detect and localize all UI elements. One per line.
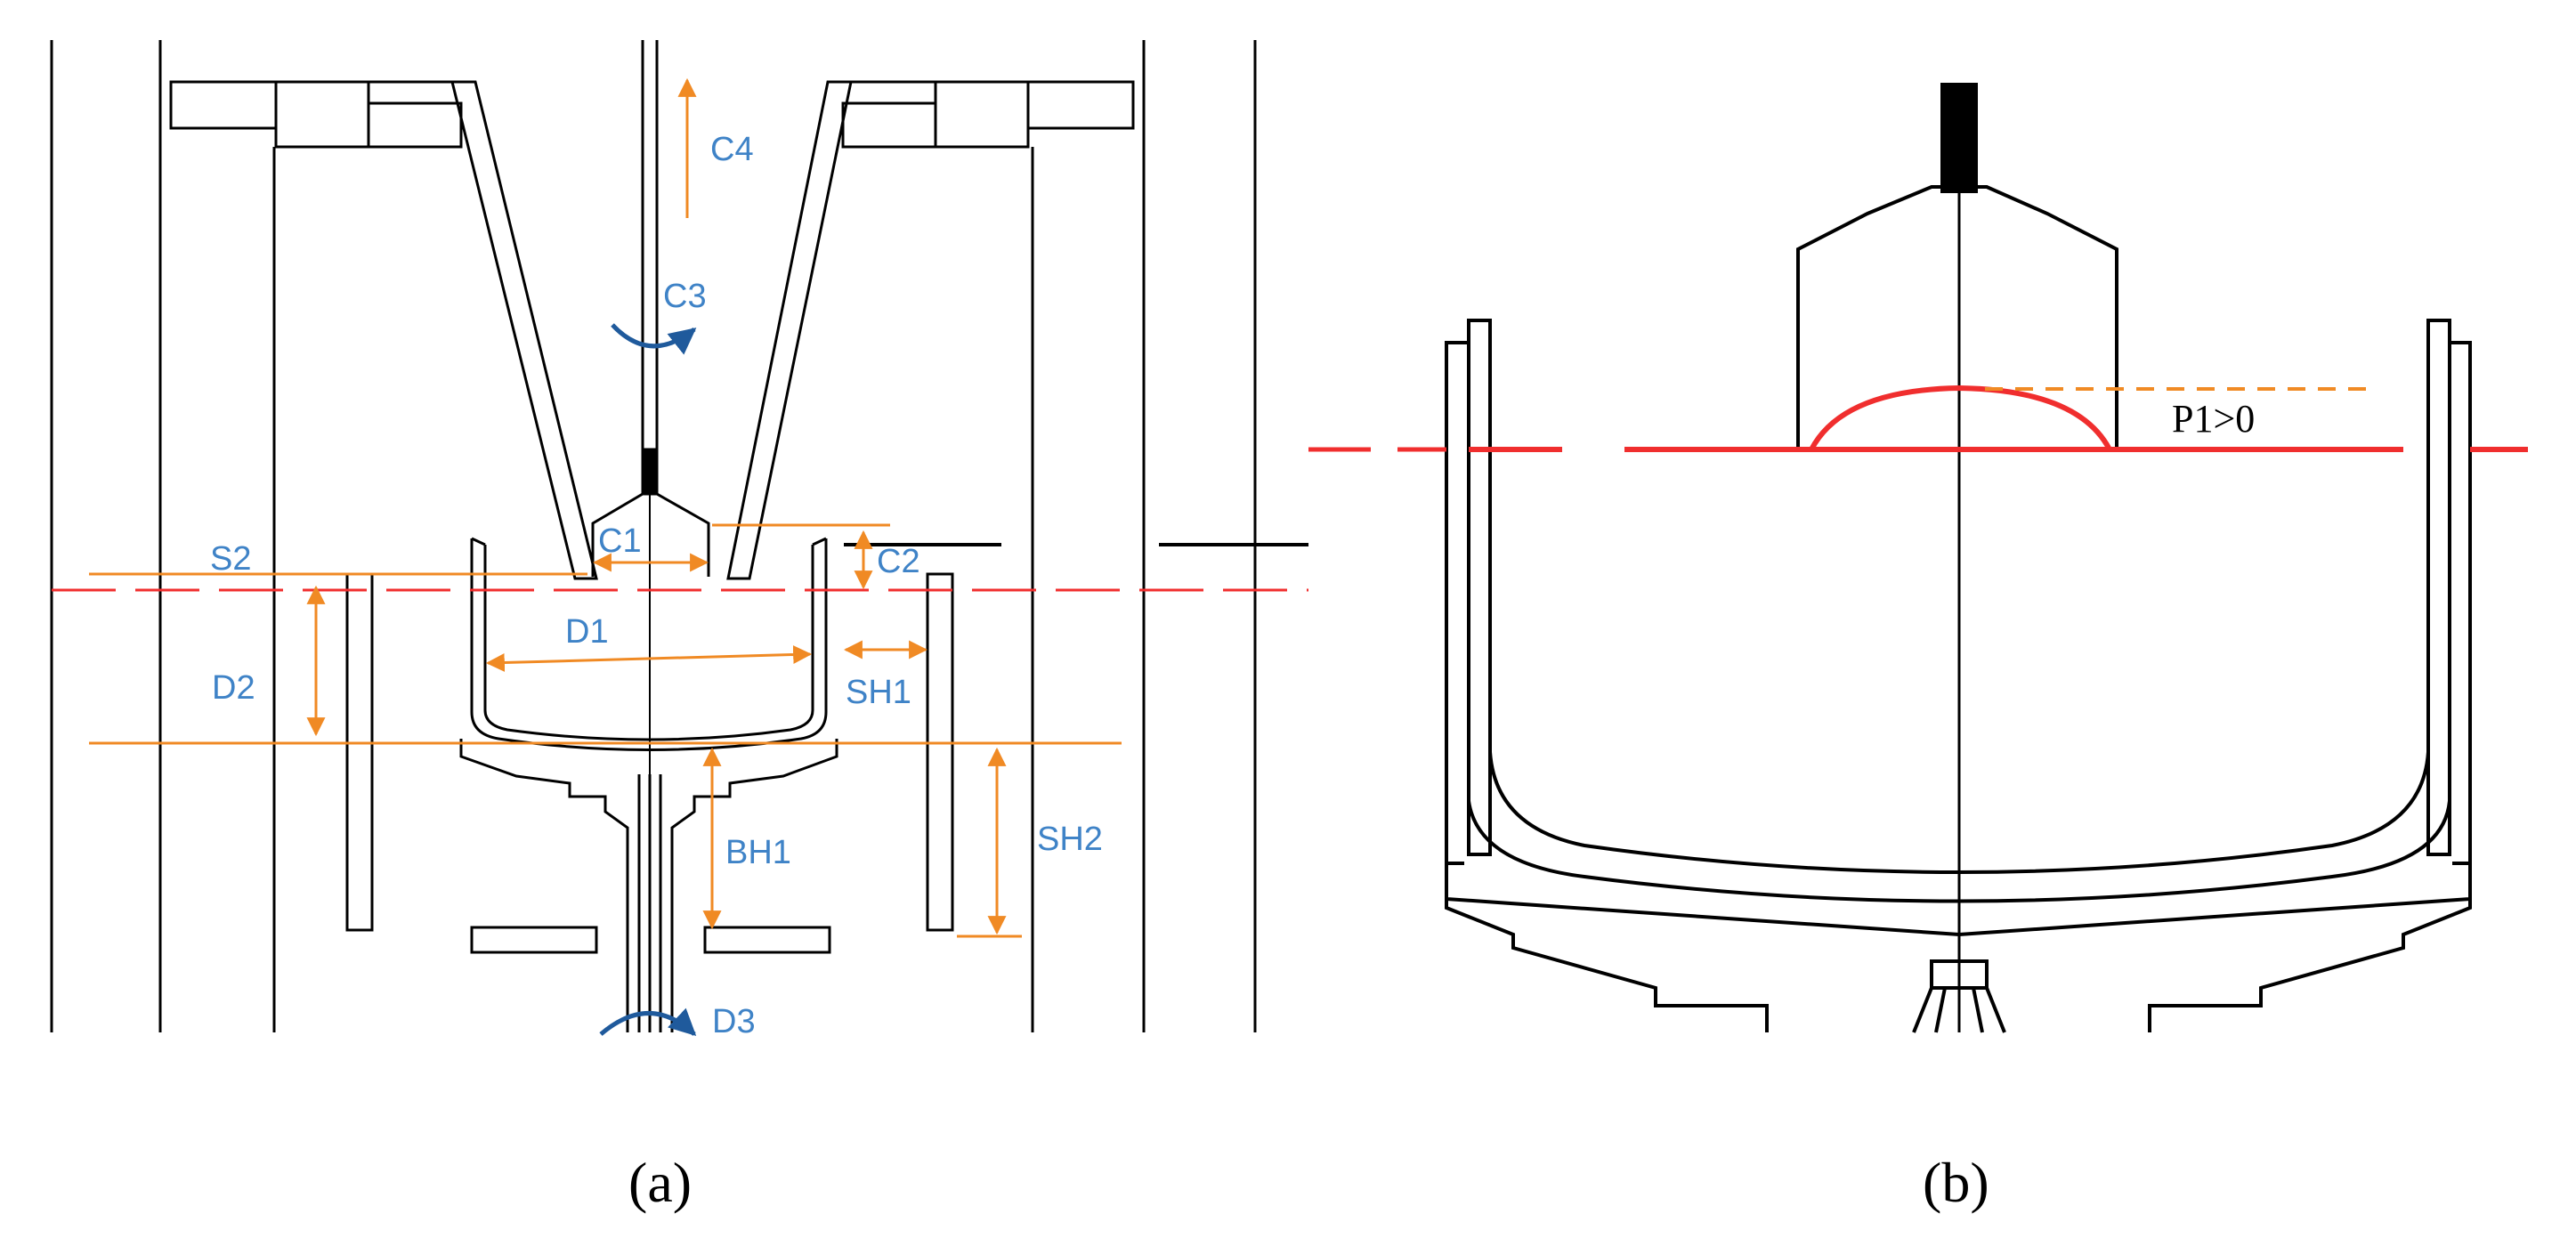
panel-a-diagram bbox=[50, 40, 1308, 1032]
bottom-block-left bbox=[470, 926, 598, 954]
pedestal-top-b bbox=[1930, 959, 1989, 990]
dimension-lines bbox=[89, 77, 1122, 938]
rotation-arrows bbox=[599, 323, 697, 1037]
crucible-wall-b-left bbox=[1467, 319, 1492, 856]
crucible-rim-left bbox=[471, 537, 486, 546]
heater-right bbox=[926, 572, 954, 932]
susceptor-right-b bbox=[2148, 899, 2472, 1032]
pedestal-line-b-1 bbox=[1934, 987, 1947, 1033]
growth-interface-b bbox=[1807, 384, 2114, 452]
label-p1: P1>0 bbox=[2172, 397, 2255, 441]
seed-chuck bbox=[641, 448, 659, 496]
top-block-right-3 bbox=[841, 101, 937, 149]
crucible-rim-right bbox=[812, 537, 827, 546]
label-sh2: SH2 bbox=[1037, 821, 1103, 858]
caption-a: (a) bbox=[628, 1151, 692, 1214]
seed-rod-b bbox=[1940, 83, 1978, 193]
crucible-support-right bbox=[670, 739, 838, 1032]
pedestal-line-b-2 bbox=[1972, 987, 1984, 1033]
top-block-left-1 bbox=[169, 80, 278, 130]
crucible-outer-bottom-b bbox=[1467, 800, 2451, 903]
susceptor-left-b bbox=[1445, 899, 1769, 1032]
caption-b: (b) bbox=[1923, 1151, 1989, 1214]
d1-dimension bbox=[485, 645, 813, 672]
guide-tube-left bbox=[450, 80, 598, 580]
crucible-support bbox=[459, 739, 629, 1032]
label-s2: S2 bbox=[210, 540, 251, 578]
crucible-rotation-arrow bbox=[599, 1007, 697, 1037]
top-block-left-3 bbox=[367, 101, 463, 149]
label-c2: C2 bbox=[877, 543, 920, 580]
top-block-right-2 bbox=[934, 80, 1030, 149]
crucible-inner-bottom-b bbox=[1488, 751, 2430, 874]
label-d3: D3 bbox=[712, 1003, 756, 1040]
panel-b-diagram bbox=[1445, 83, 2472, 1033]
pedestal-flare-b bbox=[1912, 987, 1933, 1033]
label-c3: C3 bbox=[663, 278, 707, 315]
pedestal-flare-b-right bbox=[1985, 987, 2006, 1033]
crucible-wall-b-right bbox=[2426, 319, 2451, 856]
heater-left bbox=[345, 572, 374, 932]
crystal-rotation-arrow bbox=[611, 323, 697, 355]
bottom-block-right bbox=[703, 926, 831, 954]
crucible-outer-wall-b-left bbox=[1445, 341, 1469, 865]
crucible-base-b bbox=[1445, 854, 2472, 937]
guide-tube-right bbox=[726, 80, 853, 580]
label-bh1: BH1 bbox=[725, 834, 791, 871]
label-c4: C4 bbox=[710, 131, 754, 168]
top-block-left-2 bbox=[274, 80, 370, 149]
label-sh1: SH1 bbox=[846, 674, 911, 711]
label-d1: D1 bbox=[565, 613, 609, 651]
label-c1: C1 bbox=[598, 522, 642, 560]
label-d2: D2 bbox=[212, 669, 255, 707]
crucible-outer-wall-b-right bbox=[2448, 341, 2472, 865]
top-block-right-1 bbox=[1026, 80, 1135, 130]
